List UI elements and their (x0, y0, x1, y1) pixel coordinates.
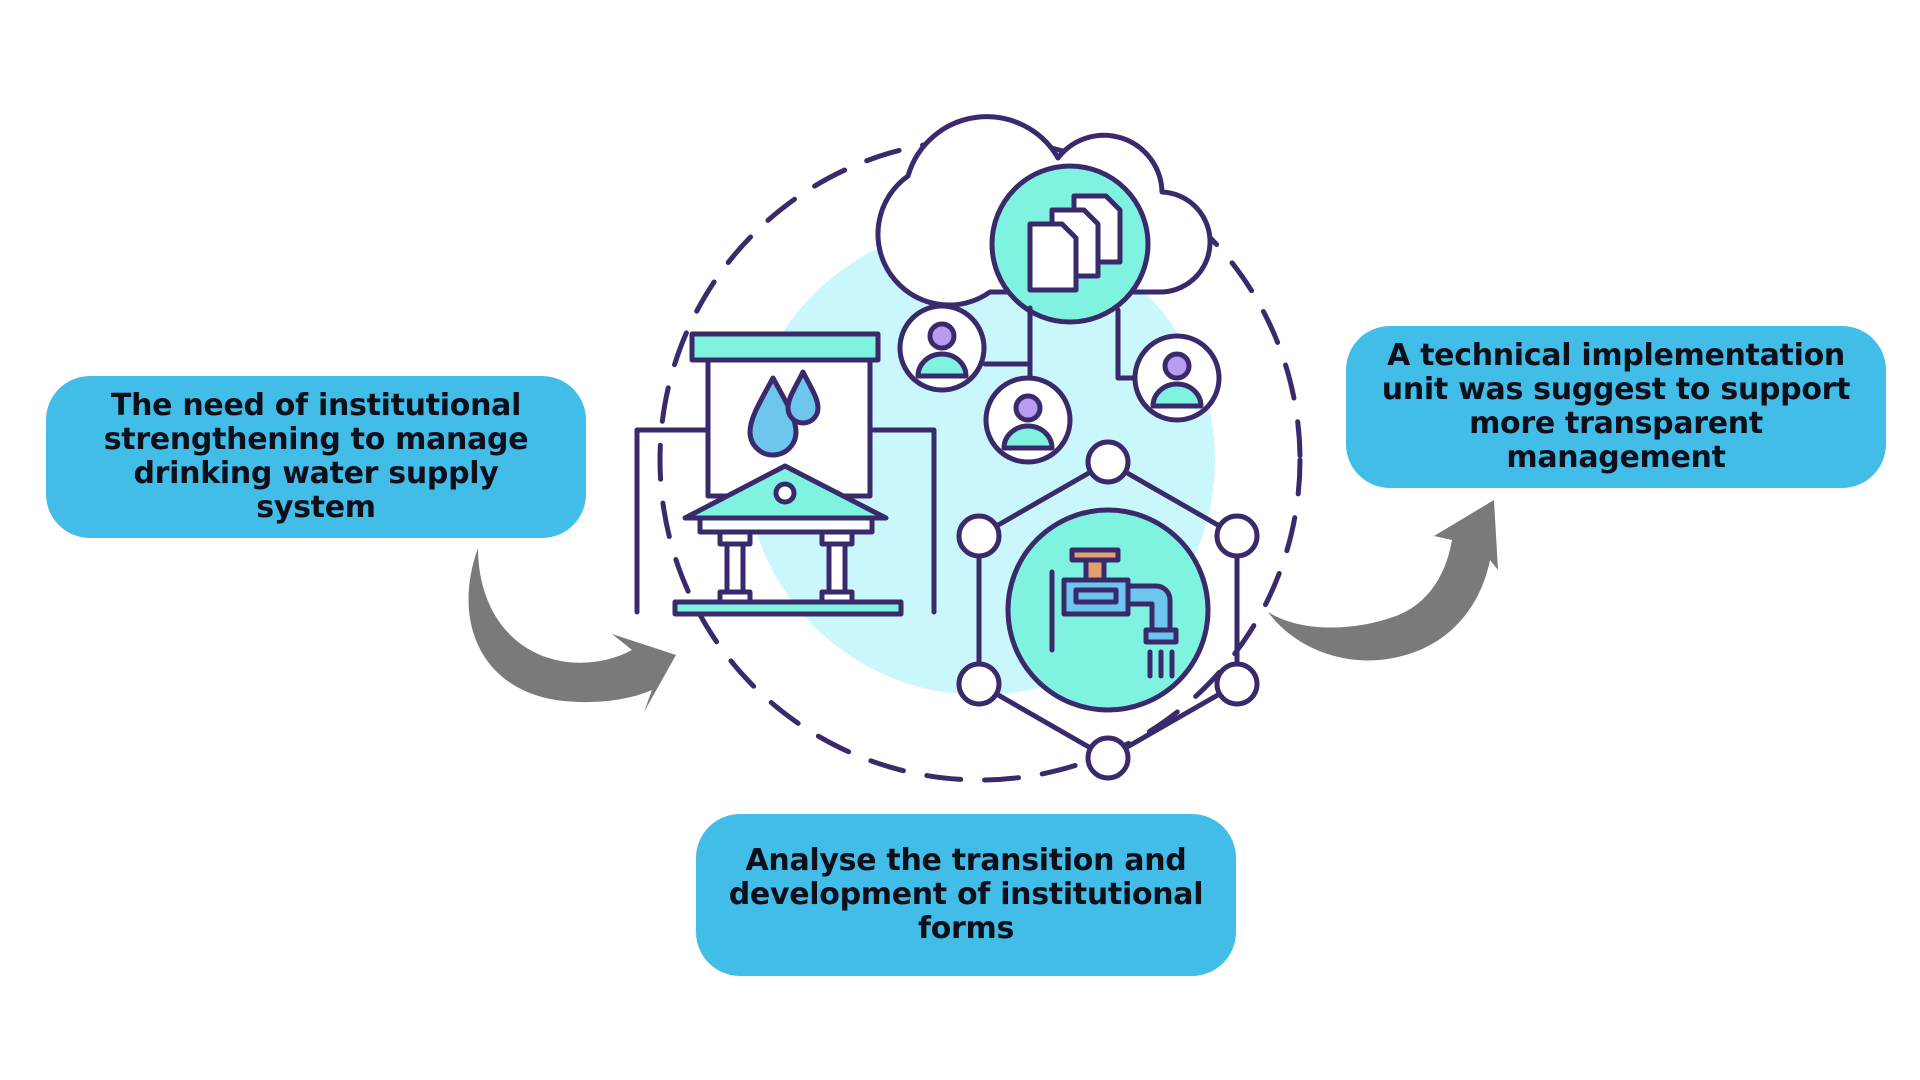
card-left-text: The need of institutional strengthening … (103, 388, 529, 525)
card-right-text: A technical implementation unit was sugg… (1381, 338, 1851, 475)
cloud-documents-icon (875, 114, 1213, 325)
arrow-center-to-right (1268, 500, 1498, 661)
card-analyse-transition: Analyse the transition and development o… (696, 814, 1236, 976)
arrow-left-to-center (468, 548, 676, 712)
water-drop-icon (785, 369, 821, 426)
card-bottom-text: Analyse the transition and development o… (728, 843, 1204, 946)
water-institution-building-icon (634, 331, 937, 617)
card-institutional-strengthening: The need of institutional strengthening … (46, 376, 586, 538)
card-technical-implementation-unit: A technical implementation unit was sugg… (1346, 326, 1886, 488)
user-network-icon (897, 303, 1222, 465)
water-tap-network-icon (956, 439, 1260, 781)
